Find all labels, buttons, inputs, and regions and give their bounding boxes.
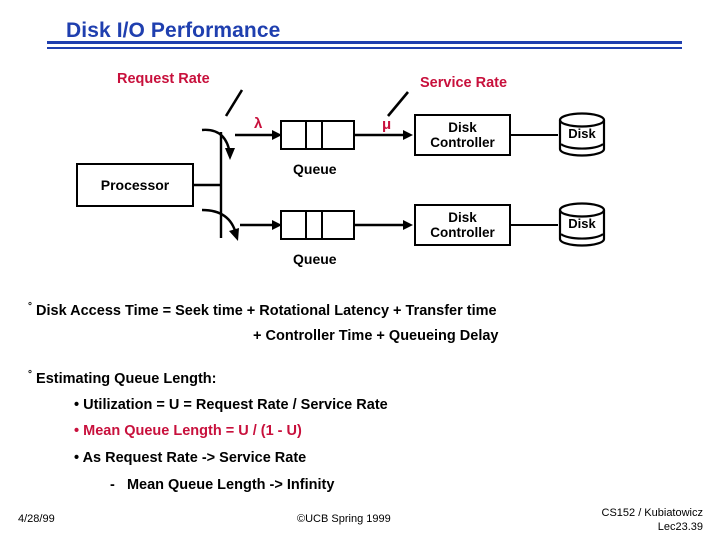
sub-marker-icon: • [74,423,80,439]
sub-marker-icon: • [74,450,80,466]
sub-bullet-mean-queue-length-text: Mean Queue Length = U / (1 - U) [83,423,302,439]
disk-label-1: Disk [568,126,596,141]
queue-caption-1: Queue [293,161,337,177]
sub-bullet-utilization-text: Utilization = U = Request Rate / Service… [83,397,388,413]
footer-lecture: Lec23.39 [657,521,703,533]
queue-divider [321,122,323,148]
queue-caption-2: Queue [293,251,337,267]
footer-date: 4/28/99 [18,513,55,525]
queue2-to-controller-arrow [355,220,413,230]
request-rate-pointer-icon [224,89,244,117]
disk-label-2: Disk [568,216,596,231]
bullet-marker-icon: ° [28,369,32,380]
disk-icon [558,112,606,157]
bullet-marker-icon: ° [28,301,32,312]
service-rate-pointer-icon [387,91,409,117]
mu-symbol: μ [382,116,392,133]
disk-controller-2-line2: Controller [430,225,495,240]
disk-controller-box-2: Disk Controller [414,204,511,246]
sub-bullet-as-request-rate: • As Request Rate -> Service Rate [74,450,306,466]
branch-connector-diagram [194,128,282,241]
bullet-disk-access-time-text: Disk Access Time = Seek time + Rotationa… [36,302,497,319]
title-rule-thin [47,47,682,49]
controller2-to-disk-line [511,224,558,226]
page-title: Disk I/O Performance [66,19,281,42]
footer-course-info: CS152 / Kubiatowicz Lec23.39 [575,506,704,534]
request-rate-label: Request Rate [117,71,210,87]
queue-box-2 [280,210,355,240]
disk-controller-box-1: Disk Controller [414,114,511,156]
footer-copyright: ©UCB Spring 1999 [297,513,391,525]
disk-controller-1-line2: Controller [430,135,495,150]
lambda-symbol: λ [254,115,263,132]
queue-divider [305,212,307,238]
bullet-disk-access-time-cont: + Controller Time + Queueing Delay [253,328,499,344]
controller1-to-disk-line [511,134,558,136]
disk-cylinder-2: Disk [557,202,607,248]
sub-sub-bullet-infinity: - Mean Queue Length -> Infinity [110,477,334,493]
service-rate-label: Service Rate [420,75,508,91]
disk-controller-1-line1: Disk [448,120,477,135]
processor-label: Processor [100,177,170,193]
title-rule-thick [47,41,682,44]
disk-cylinder-1: Disk [557,112,607,158]
processor-box: Processor [76,163,194,207]
queue-divider [305,122,307,148]
bullet-estimating-queue-length: ° Estimating Queue Length: [28,369,216,387]
disk-icon [558,202,606,247]
queue-divider [321,212,323,238]
footer-course: CS152 / Kubiatowicz [601,507,704,519]
bullet-estimating-text: Estimating Queue Length: [36,370,217,387]
dash-marker-icon: - [110,477,115,493]
bullet-disk-access-time: ° Disk Access Time = Seek time + Rotatio… [28,301,497,319]
queue1-to-controller-arrow [355,130,413,140]
sub-sub-bullet-infinity-text: Mean Queue Length -> Infinity [126,477,335,493]
disk-controller-2-line1: Disk [448,210,477,225]
queue-box-1 [280,120,355,150]
sub-bullet-mean-queue-length: • Mean Queue Length = U / (1 - U) [74,423,302,439]
sub-bullet-utilization: • Utilization = U = Request Rate / Servi… [74,397,388,413]
sub-marker-icon: • [74,397,80,413]
sub-bullet-as-request-rate-text: As Request Rate -> Service Rate [82,450,307,466]
